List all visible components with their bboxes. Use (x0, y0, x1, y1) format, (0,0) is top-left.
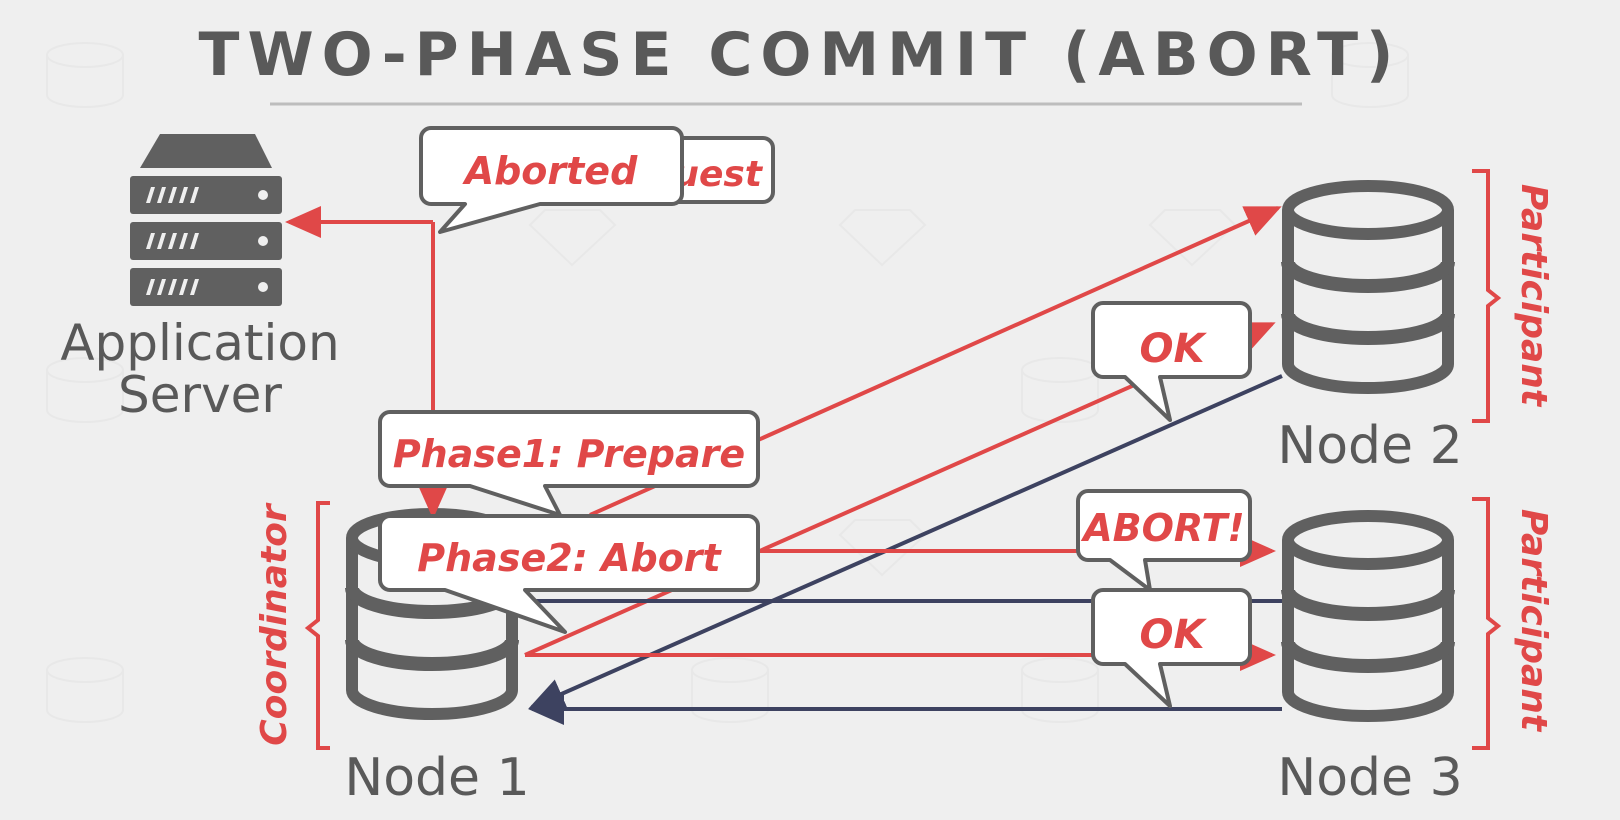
bubble-request-back-text: uest (673, 154, 763, 195)
node3-label: Node 3 (1277, 748, 1462, 808)
coordinator-bracket (304, 501, 330, 750)
node1-label: Node 1 (344, 748, 529, 808)
app-server-label-line2: Server (118, 366, 282, 424)
bubble-phase2: Phase2: Abort (378, 514, 760, 634)
node2-label: Node 2 (1277, 416, 1462, 476)
participant-bottom-bracket (1472, 497, 1502, 750)
background-pattern (46, 42, 1409, 723)
bubble-ok-node3: OK (1091, 588, 1252, 708)
bubble-ok-node2: OK (1091, 301, 1252, 422)
app-server-label-line1: Application (60, 314, 339, 372)
bubble-abort-node3: ABORT! (1076, 489, 1252, 592)
bubble-ok-node2-text: OK (1140, 326, 1208, 372)
bubble-aborted: Aborted (419, 126, 684, 234)
node2-database-icon (1281, 180, 1455, 394)
coordinator-label: Coordinator (254, 502, 295, 746)
participant-top-label: Participant (1513, 184, 1554, 408)
bubble-phase2-text: Phase2: Abort (417, 536, 722, 580)
message-arrows (285, 206, 1283, 725)
page-title: TWO-PHASE COMMIT (ABORT) (199, 20, 1402, 90)
bubble-phase1-text: Phase1: Prepare (393, 432, 745, 476)
bubble-ok-node3-text: OK (1140, 612, 1208, 658)
node3-database-icon (1281, 510, 1455, 722)
bubble-aborted-text: Aborted (462, 149, 638, 193)
server-icon (130, 134, 282, 306)
participant-bottom-label: Participant (1513, 509, 1554, 733)
bubble-phase1: Phase1: Prepare (378, 410, 760, 517)
participant-top-bracket (1472, 169, 1502, 423)
bubble-abort-node3-text: ABORT! (1080, 506, 1244, 550)
arrow-ok-from-node2 (528, 374, 1283, 709)
